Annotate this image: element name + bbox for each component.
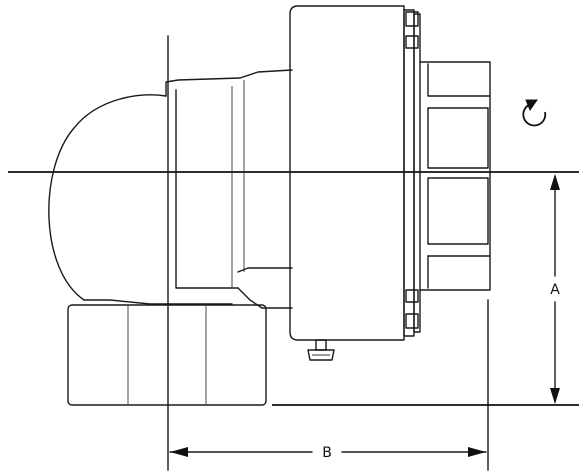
dimension-b-label: B xyxy=(322,445,332,461)
cover-plates xyxy=(403,9,421,337)
right-flange xyxy=(419,61,491,291)
rotate-ccw-arrow-icon xyxy=(522,99,547,127)
elbow-body xyxy=(48,69,293,309)
dimension-b: B xyxy=(169,445,487,461)
main-housing xyxy=(289,5,405,341)
dimension-a: A xyxy=(550,174,560,404)
bottom-nut xyxy=(67,304,267,406)
dimension-a-label: A xyxy=(550,282,560,298)
drain-screw xyxy=(307,339,335,361)
